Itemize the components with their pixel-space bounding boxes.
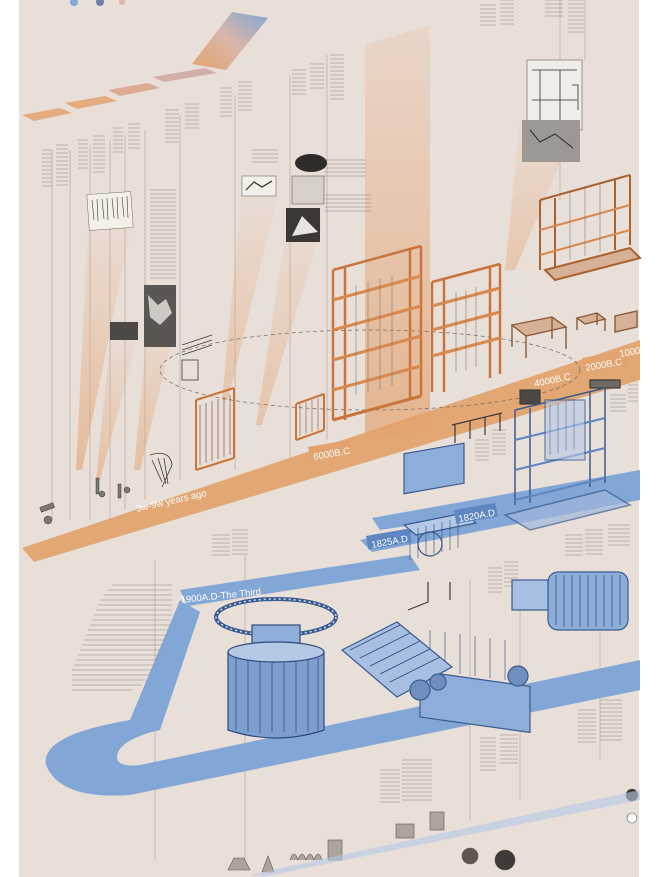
archival-photo-ancient-weavers bbox=[110, 285, 176, 347]
backstrap-loom bbox=[195, 387, 235, 471]
archival-photo-industrial-mill bbox=[522, 59, 583, 162]
label-1000-text: 1000 bbox=[619, 345, 642, 360]
shuttle-loom-machine bbox=[407, 582, 531, 734]
vertical-loom-large bbox=[331, 244, 423, 422]
bottom-blue-band bbox=[250, 790, 640, 877]
annotation-text-columns bbox=[42, 0, 638, 803]
ancient-spindles bbox=[149, 334, 213, 488]
rapier-loom bbox=[340, 621, 454, 701]
era-highlight-column bbox=[365, 25, 430, 440]
archival-photo-loom-sketch-1 bbox=[241, 175, 277, 197]
drawloom-wooden bbox=[539, 174, 642, 282]
vertical-loom-medium bbox=[430, 262, 502, 392]
era-ribbon-steps bbox=[22, 12, 268, 121]
pedal-loom-small bbox=[451, 379, 621, 443]
treadle-looms bbox=[510, 310, 638, 358]
archival-photo-loom-sketch-2 bbox=[286, 154, 327, 242]
label-1000: 1000 bbox=[619, 345, 642, 360]
circular-knitting-machine bbox=[214, 597, 338, 739]
industrial-cylinder-machine bbox=[511, 571, 629, 631]
jacquard-loom bbox=[503, 387, 632, 531]
legend-icons bbox=[70, 0, 125, 6]
prehistoric-tools bbox=[39, 477, 131, 525]
bottom-textile-objects bbox=[227, 788, 639, 873]
power-loom-1825 bbox=[402, 442, 478, 560]
archival-photo-woven-strands bbox=[86, 191, 134, 231]
frame-loom-small bbox=[295, 393, 325, 441]
